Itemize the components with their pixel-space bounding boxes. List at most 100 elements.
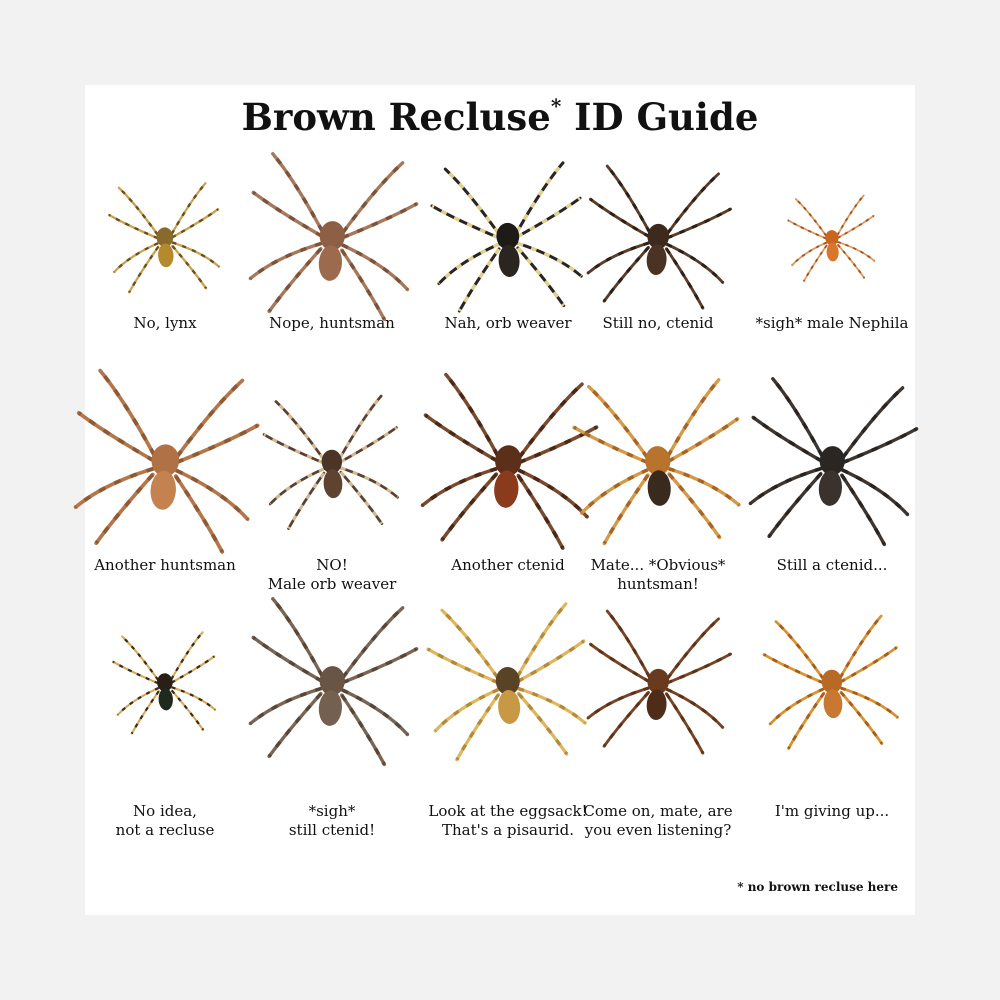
spider-leg-band [580,468,649,515]
spider-leg [605,609,651,679]
spider-14-image [586,609,732,755]
caption-line: Look at the eggsack! [428,802,588,820]
spider-leg-band [271,597,324,677]
spider-1-image [107,182,221,294]
spider-leg [116,686,160,716]
spider-leg [838,614,883,680]
spider-leg [430,204,500,240]
spider-abdomen [646,244,667,276]
spider-leg [787,219,828,240]
spider-leg-band [444,373,500,457]
title-rest: ID Guide [561,95,759,139]
caption-line: Another ctenid [451,556,565,574]
spider-leg [130,690,160,735]
spider-leg [602,246,650,303]
title-main: Brown Recluse [241,95,551,139]
spider-leg [112,242,160,274]
spider-abdomen [498,689,521,724]
spider-leg [771,377,824,458]
spider-leg [267,692,323,759]
spider-leg [836,243,866,279]
spider-15-caption: I'm giving up... [742,802,922,821]
spider-leg [340,243,410,292]
spider-leg [437,242,501,286]
spider-leg-band [98,369,156,456]
spider-leg-band [836,194,865,236]
spider-leg [338,394,383,460]
spider-leg-band [518,382,584,459]
spider-leg [787,691,826,750]
spider-leg-band [113,242,159,273]
spider-leg [248,686,323,726]
spider-leg [586,686,651,720]
spider-3-caption: Nah, orb weaver [418,314,598,333]
spider-leg [589,642,651,684]
spider-cephalothorax [495,445,522,477]
spider-cephalothorax [495,667,520,696]
spider-abdomen [646,689,667,721]
caption-line: I'm giving up... [774,802,890,820]
spider-leg [516,691,569,756]
spider-5-image [787,194,876,283]
spider-8-image [420,372,599,550]
spider-leg-band [666,242,724,284]
spider-leg [516,246,566,308]
spider-leg-band [771,377,824,457]
spider-leg-band [795,198,828,237]
spider-leg [338,426,398,464]
spider-leg [426,647,500,685]
spider-cephalothorax [319,221,345,251]
spider-6-caption: Another huntsman [75,556,255,575]
spider-abdomen [318,690,342,726]
spider-leg-band [440,609,499,679]
spider-leg-band [774,620,825,680]
spider-leg-band [666,617,720,680]
spider-leg [268,467,326,506]
spider-8-caption: Another ctenid [418,556,598,575]
spider-leg [339,470,384,526]
spider-cephalothorax [156,227,174,248]
spider-leg [840,468,910,517]
spider-cephalothorax [821,669,843,694]
spider-leg [665,207,732,240]
spider-leg [248,241,323,281]
spider-leg [173,474,225,554]
spider-leg [340,248,387,322]
spider-15-image [762,614,899,750]
spider-leg [94,472,155,546]
spider-leg [516,686,587,725]
spider-cephalothorax [645,446,671,476]
spider-leg [515,602,568,679]
spider-leg [107,213,160,240]
spider-1-caption: No, lynx [75,314,255,333]
caption-line: huntsman! [617,575,699,593]
spider-leg [170,631,204,681]
spider-leg-band [175,379,244,458]
spider-leg [791,241,828,267]
spider-leg-band [338,395,383,459]
spider-6-image [73,368,260,554]
spider-leg-band [116,686,160,716]
spider-leg-band [121,635,160,681]
spider-11-image [111,631,217,735]
spider-leg-band [341,243,409,291]
spider-leg [841,427,919,465]
spider-12-caption: *sigh*still ctenid! [242,802,422,840]
spider-abdomen [323,469,343,499]
spider-cephalothorax [157,673,173,692]
spider-leg-band [841,386,904,459]
spider-leg [516,241,583,278]
spider-leg-band [791,241,828,266]
spider-abdomen [818,470,842,506]
spider-2-caption: Nope, huntsman [242,314,422,333]
spider-leg [170,182,207,236]
caption-line: NO! [316,556,348,574]
spider-leg [516,639,586,684]
spider-leg [667,466,741,507]
spider-leg-band [269,467,325,505]
spider-leg [174,423,260,465]
spider-leg-band [841,468,909,516]
spider-abdomen [150,470,176,510]
spider-leg [665,242,725,284]
